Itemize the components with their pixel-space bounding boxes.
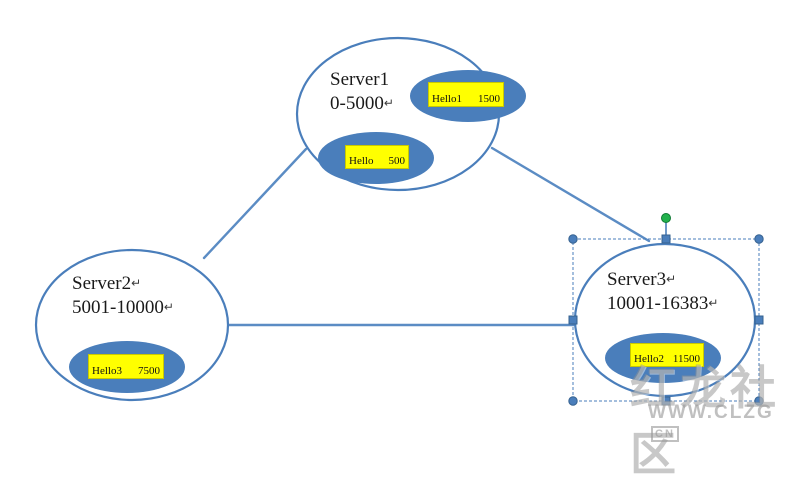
message-box-hello3[interactable]: Hello3 7500 [88,354,164,379]
message-box-hello1[interactable]: Hello1 1500 [428,82,504,107]
node-title-text: Server1 [330,69,390,90]
message-box-hello[interactable]: Hello 500 [345,145,409,169]
node-range-text: 10001-16383 [607,293,709,315]
node-title-server3: Server3↵ [607,268,718,292]
resize-handle-n[interactable] [661,234,671,244]
resize-handle-e[interactable] [754,315,764,325]
resize-handle-w[interactable] [568,315,578,325]
node-range-server2: 5001-10000↵ [72,296,174,320]
rotate-handle-icon[interactable] [661,213,671,223]
message-name: Hello1 [432,93,462,105]
node-title-text: Server3 [607,269,667,290]
node-title-text: Server2 [72,273,132,294]
message-value: 500 [388,155,406,167]
message-name: Hello [349,155,374,167]
resize-handle-s[interactable] [661,396,671,406]
paragraph-mark-icon: ↵ [708,296,719,311]
selection-layer [568,213,764,406]
connector-layer [202,146,651,327]
paragraph-mark-icon: ↵ [383,96,394,111]
node-range-server3: 10001-16383↵ [607,292,718,316]
node-range-text: 0-5000 [330,93,384,115]
paragraph-mark-icon: ↵ [163,300,174,315]
message-name: Hello2 [634,353,664,365]
message-name: Hello3 [92,365,122,377]
connector-server1-server2[interactable] [202,147,308,260]
paragraph-mark-icon: ↵ [131,276,142,290]
paragraph-mark-icon: ↵ [666,272,677,286]
message-value: 1500 [478,93,500,105]
message-box-hello2[interactable]: Hello2 11500 [630,343,704,367]
node-label-server2: Server2↵5001-10000↵ [72,272,174,321]
node-title-server1: Server1 [330,68,394,92]
resize-handle-sw[interactable] [568,396,578,406]
connector-server1-server3[interactable] [490,146,651,243]
message-value: 7500 [138,365,160,377]
node-range-server1: 0-5000↵ [330,92,394,116]
resize-handle-ne[interactable] [754,234,764,244]
message-value: 11500 [672,353,700,365]
resize-handle-nw[interactable] [568,234,578,244]
node-range-text: 5001-10000 [72,297,164,319]
node-title-server2: Server2↵ [72,272,174,296]
resize-handle-se[interactable] [754,396,764,406]
node-label-server3: Server3↵10001-16383↵ [607,268,718,317]
